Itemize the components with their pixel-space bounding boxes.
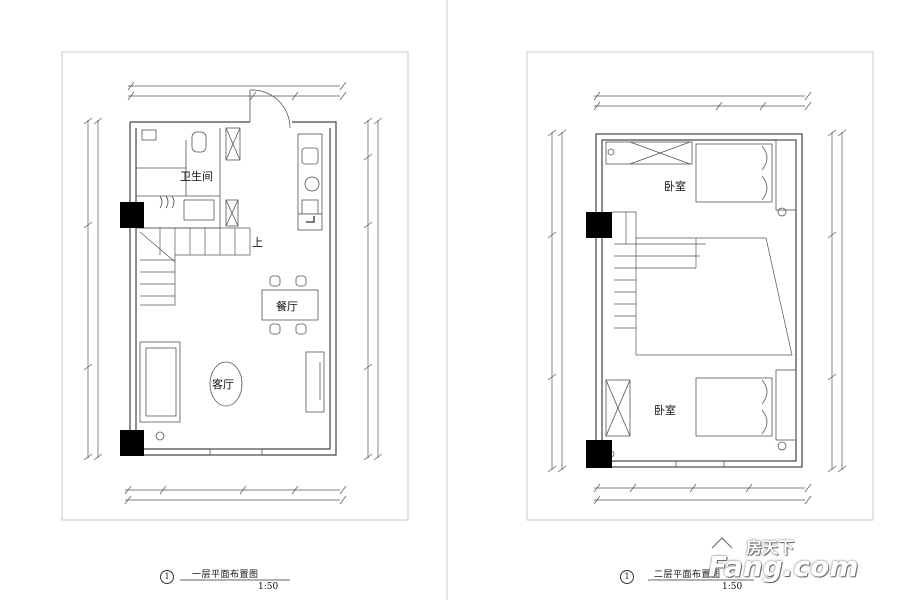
plan-2-dimensions <box>547 91 847 505</box>
plan-2-marker: 1 <box>620 570 634 584</box>
plan-1-entry-door <box>249 89 291 129</box>
plan-2-stairs <box>612 211 706 355</box>
plan-2-bedroom-bottom <box>605 369 797 468</box>
plan-1-living-furniture <box>139 341 325 456</box>
plan-2-walls <box>595 133 803 468</box>
plan-2-columns <box>586 212 612 468</box>
plan-2-title: 二层平面布置图 <box>654 570 721 580</box>
plan-1-walls <box>129 121 337 456</box>
room-label-dining: 餐厅 <box>276 300 298 313</box>
watermark-en: Fang.com <box>708 550 859 583</box>
plan-2-void <box>636 237 793 356</box>
stair-up-label: 上 <box>252 236 263 249</box>
plan-1-title: 一层平面布置图 <box>192 570 259 580</box>
plan-1-dining-table <box>261 275 319 335</box>
plan-1-bathroom <box>136 127 241 229</box>
room-label-bedroom-top: 卧室 <box>664 180 686 193</box>
sheet-frame-right <box>526 51 874 521</box>
plan-2-scale: 1:50 <box>722 582 743 592</box>
room-label-bedroom-bottom: 卧室 <box>654 404 676 417</box>
house-chevron-icon <box>710 534 734 550</box>
room-label-living: 客厅 <box>212 378 234 391</box>
plan-1-scale: 1:50 <box>258 582 279 592</box>
plan-1-kitchen <box>297 133 323 231</box>
plan-1-marker: 1 <box>160 570 174 584</box>
plan-1-columns <box>120 202 144 456</box>
room-label-bathroom: 卫生间 <box>180 170 213 183</box>
watermark-cn: 房天下 <box>746 538 795 557</box>
plan-2-bedroom-top <box>605 139 797 217</box>
sheet-frame-left <box>61 51 409 521</box>
plan-1-stairs <box>139 227 251 306</box>
plan-1-dimensions <box>83 81 383 505</box>
